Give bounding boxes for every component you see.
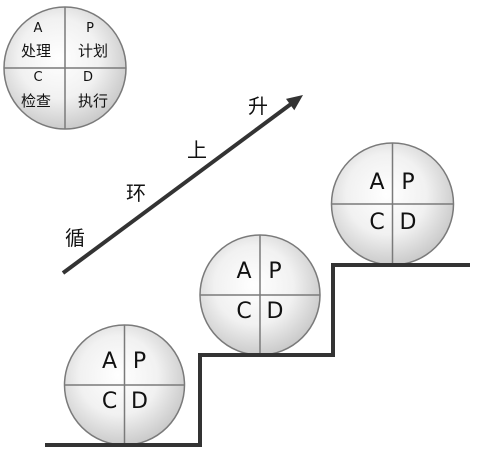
legend-c-letter: C bbox=[33, 70, 42, 85]
legend-p-letter: P bbox=[86, 21, 94, 36]
legend-c-label: 检查 bbox=[21, 92, 51, 110]
legend-d-letter: D bbox=[83, 70, 93, 85]
pdca-step-circle-3: A P C D bbox=[330, 142, 455, 266]
step-c-letter: C bbox=[236, 299, 251, 324]
step-a-letter: A bbox=[236, 259, 251, 284]
pdca-step-circle-2: A P C D bbox=[199, 234, 321, 356]
step-d-letter: D bbox=[267, 299, 284, 324]
legend-p-label: 计划 bbox=[78, 42, 108, 60]
legend-a-letter: A bbox=[34, 21, 43, 36]
legend-a-label: 处理 bbox=[21, 42, 51, 60]
pdca-step-circle-1: A P C D bbox=[63, 324, 186, 446]
arrow-label-4: 升 bbox=[248, 94, 268, 118]
arrow-label-1: 循 bbox=[65, 226, 85, 250]
arrow-label-2: 环 bbox=[126, 181, 146, 205]
arrow-shaft bbox=[61, 102, 293, 275]
staircase-line bbox=[45, 263, 470, 447]
step-d-letter: D bbox=[131, 389, 148, 414]
step-a-letter: A bbox=[102, 349, 117, 374]
arrow-head bbox=[286, 95, 303, 111]
legend-d-label: 执行 bbox=[78, 92, 108, 110]
rising-arrow bbox=[61, 95, 303, 275]
step-p-letter: P bbox=[268, 259, 281, 284]
step-c-letter: C bbox=[102, 389, 117, 414]
step-p-letter: P bbox=[401, 170, 414, 195]
step-c-letter: C bbox=[369, 210, 384, 235]
legend-circle: A 处理 P 计划 C 检查 D 执行 bbox=[3, 6, 127, 130]
step-a-letter: A bbox=[369, 170, 384, 195]
step-p-letter: P bbox=[133, 349, 146, 374]
step-d-letter: D bbox=[400, 210, 417, 235]
arrow-label-3: 上 bbox=[187, 138, 207, 162]
